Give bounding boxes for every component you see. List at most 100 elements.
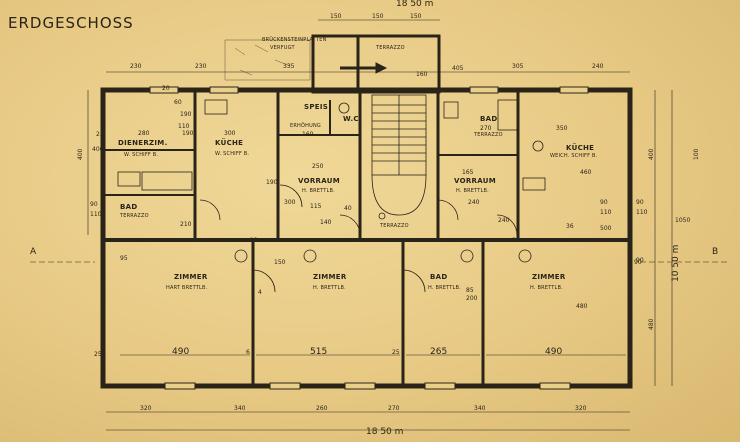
room-bad-left: BAD bbox=[120, 203, 138, 211]
room-zimmer-4: ZIMMER bbox=[532, 273, 566, 281]
dim-inner-20: 210 bbox=[180, 221, 192, 228]
room-bad-right: BAD bbox=[480, 115, 498, 123]
dim-side-left-4: 90 bbox=[90, 201, 98, 208]
floor-kueche-left: W. SCHIFF B. bbox=[215, 151, 250, 157]
dim-side-right-3: 480 bbox=[648, 318, 655, 330]
dim-inner-30: 6 bbox=[246, 349, 250, 356]
dim-inner-8: 460 bbox=[580, 169, 592, 176]
dim-inner-33: 115 bbox=[310, 203, 322, 210]
dim-inner-24: 240 bbox=[498, 217, 510, 224]
dim-room-1: 490 bbox=[172, 347, 190, 357]
dim-stair-2: 150 bbox=[372, 13, 384, 20]
room-kueche-left: KÜCHE bbox=[215, 139, 244, 147]
label-erhoehung: ERHÖHUNG bbox=[290, 123, 321, 129]
dim-inner-37: 36 bbox=[566, 223, 574, 230]
dim-bottom-5: 340 bbox=[474, 405, 486, 412]
dim-inner-11: 40 bbox=[344, 205, 352, 212]
dim-inner-25: 500 bbox=[600, 225, 612, 232]
dim-room-2: 515 bbox=[310, 347, 328, 357]
plan-title: ERDGESCHOSS bbox=[8, 14, 134, 32]
floor-vorraum-right: H. BRETTLB. bbox=[456, 188, 489, 194]
dim-room-4: 490 bbox=[545, 347, 563, 357]
dim-side-left-2: 25 bbox=[94, 351, 102, 358]
dim-side-right-1: 400 bbox=[648, 148, 655, 160]
dim-side-right-2: 10 50 m bbox=[671, 244, 681, 282]
dim-top-6: 240 bbox=[592, 63, 604, 70]
dim-side-left-1: 400 bbox=[77, 148, 84, 160]
dim-inner-13: 110 bbox=[600, 209, 612, 216]
section-marker-b: B bbox=[712, 247, 719, 257]
dim-bottom-3: 260 bbox=[316, 405, 328, 412]
floor-vorraum-left: H. BRETTLB. bbox=[302, 188, 335, 194]
dim-stair-1: 150 bbox=[330, 13, 342, 20]
dim-top-4: 405 bbox=[452, 65, 464, 72]
dim-inner-40: 4 bbox=[258, 289, 262, 296]
dim-inner-4: 165 bbox=[462, 169, 474, 176]
dim-inner-34: 150 bbox=[274, 259, 286, 266]
dim-inner-12: 90 bbox=[600, 199, 608, 206]
dim-side-left-3: 110 bbox=[90, 211, 102, 218]
dim-side-right-5: 110 bbox=[636, 209, 648, 216]
label-bruecke-floor: VERFUGT bbox=[270, 45, 295, 51]
dim-side-right-6: 90 bbox=[636, 257, 644, 264]
dim-inner-38: 12 bbox=[250, 237, 258, 244]
dim-top-3: 335 bbox=[283, 63, 295, 70]
dim-inner-5: 270 bbox=[480, 125, 492, 132]
dim-room-3: 265 bbox=[430, 347, 448, 357]
dim-inner-14: 20 bbox=[162, 85, 170, 92]
dim-inner-15: 60 bbox=[174, 99, 182, 106]
dim-bottom-6: 320 bbox=[575, 405, 587, 412]
floor-bad-bottom: H. BRETTLB. bbox=[428, 285, 461, 291]
dim-bottom-4: 270 bbox=[388, 405, 400, 412]
floor-zimmer-4: H. BRETTLB. bbox=[530, 285, 563, 291]
dim-bottom-1: 320 bbox=[140, 405, 152, 412]
dim-inner-27: 400 bbox=[92, 146, 104, 153]
dim-side-right-7: 100 bbox=[693, 148, 700, 160]
room-bad-bottom: BAD bbox=[430, 273, 448, 281]
room-vorraum-right: VORRAUM bbox=[454, 177, 496, 185]
floor-bad-left: TERRAZZO bbox=[120, 213, 149, 219]
dim-top-1: 230 bbox=[130, 63, 142, 70]
room-speis: SPEIS bbox=[304, 103, 329, 111]
stair-annex bbox=[311, 34, 441, 94]
dim-inner-21: 190 bbox=[182, 130, 194, 137]
dim-inner-22: 140 bbox=[320, 219, 332, 226]
dim-inner-31: 25 bbox=[392, 349, 400, 356]
room-zimmer-2: ZIMMER bbox=[313, 273, 347, 281]
room-zimmer-1: ZIMMER bbox=[174, 273, 208, 281]
floor-kueche-right: WEICH. SCHIFF B. bbox=[550, 153, 598, 159]
dim-bottom-2: 340 bbox=[234, 405, 246, 412]
dim-inner-2: 300 bbox=[224, 130, 236, 137]
floor-zimmer-1: HART BRETTLB. bbox=[166, 285, 208, 291]
dim-total-bottom: 18 50 m bbox=[366, 427, 404, 437]
dim-inner-32: 190 bbox=[180, 111, 192, 118]
label-bruecke: BRÜCKENSTEINPLATTEN bbox=[262, 37, 327, 43]
dim-inner-35: 85 bbox=[466, 287, 474, 294]
dim-inner-28: 1050 bbox=[675, 217, 691, 224]
dim-top-2: 230 bbox=[195, 63, 207, 70]
dim-inner-26: 480 bbox=[576, 303, 588, 310]
dim-inner-23: 190 bbox=[266, 179, 278, 186]
dim-inner-6: 350 bbox=[556, 125, 568, 132]
floor-zimmer-2: H. BRETTLB. bbox=[313, 285, 346, 291]
section-marker-a: A bbox=[30, 247, 37, 257]
dim-stair-3: 150 bbox=[410, 13, 422, 20]
dim-inner-18: 95 bbox=[120, 255, 128, 262]
dim-inner-9: 300 bbox=[284, 199, 296, 206]
floor-bad-right: TERRAZZO bbox=[474, 132, 503, 138]
dim-inner-16: 110 bbox=[178, 123, 190, 130]
dim-inner-7: 160 bbox=[302, 131, 314, 138]
label-terrazzo-stair: TERRAZZO bbox=[380, 223, 409, 229]
dim-inner-19: 200 bbox=[466, 295, 478, 302]
room-dienerzim: DIENERZIM. bbox=[118, 139, 168, 147]
room-wc: W.C. bbox=[343, 115, 362, 123]
dim-inner-1: 280 bbox=[138, 130, 150, 137]
room-kueche-right: KÜCHE bbox=[566, 144, 595, 152]
dim-inner-36: 90 bbox=[634, 259, 642, 266]
dim-inner-29: 25 bbox=[96, 131, 104, 138]
label-terrazzo-top: TERRAZZO bbox=[376, 45, 405, 51]
room-vorraum-left: VORRAUM bbox=[298, 177, 340, 185]
dim-side-right-4: 90 bbox=[636, 199, 644, 206]
